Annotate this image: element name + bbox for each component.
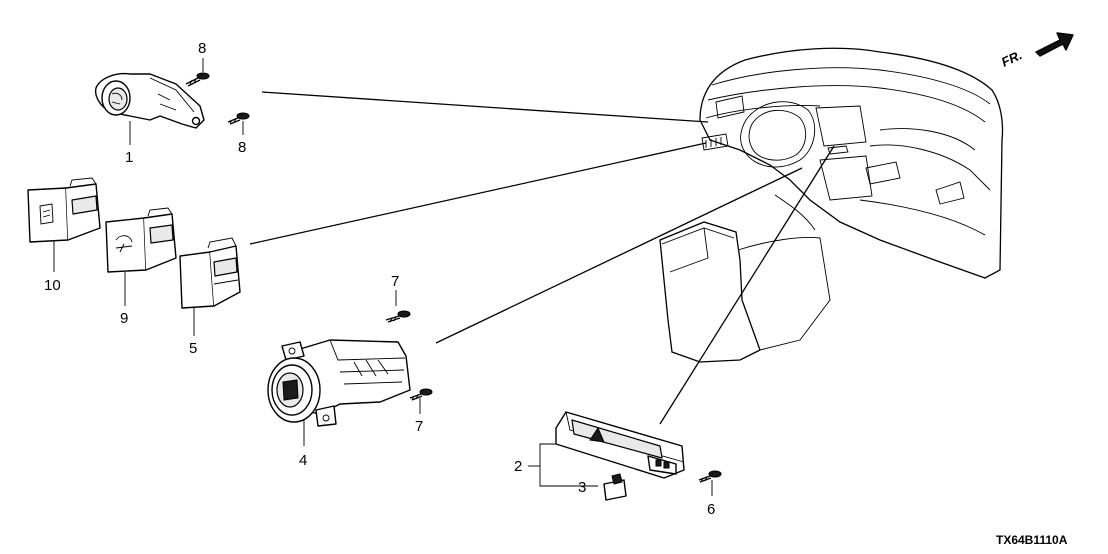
callout-5: 5 xyxy=(189,340,197,357)
callout-8-lower: 8 xyxy=(238,139,246,156)
part-2-hazard-switch xyxy=(555,411,685,479)
callout-10: 10 xyxy=(44,277,61,294)
leader-lines xyxy=(53,58,835,496)
callout-4: 4 xyxy=(299,452,307,469)
part-8-screw-upper xyxy=(185,72,210,87)
callout-8-upper: 8 xyxy=(198,40,206,57)
callout-2: 2 xyxy=(514,458,522,475)
callout-6: 6 xyxy=(707,501,715,518)
part-8-screw-lower xyxy=(227,112,250,125)
part-10-switch xyxy=(27,177,101,243)
part-9-switch xyxy=(105,207,177,273)
part-6-screw xyxy=(698,470,722,483)
callout-9: 9 xyxy=(120,310,128,327)
dashboard-outline xyxy=(659,47,1004,363)
part-4-ignition-switch xyxy=(267,339,411,427)
part-7-screw-lower xyxy=(409,388,433,401)
front-label: FR. xyxy=(999,47,1024,69)
callout-1: 1 xyxy=(125,149,133,166)
callout-3: 3 xyxy=(578,479,586,496)
part-1-switch xyxy=(94,72,205,129)
part-5-cover xyxy=(179,237,241,309)
callout-7-lower: 7 xyxy=(415,418,423,435)
callout-numbers: 1 8 8 10 9 5 7 7 4 2 3 6 xyxy=(44,40,715,518)
front-arrow-icon: FR. xyxy=(999,32,1074,70)
callout-7-upper: 7 xyxy=(391,273,399,290)
part-7-screw-upper xyxy=(385,310,411,323)
part-3-clip xyxy=(603,473,627,501)
diagram-code: TX64B1110A xyxy=(996,533,1068,547)
